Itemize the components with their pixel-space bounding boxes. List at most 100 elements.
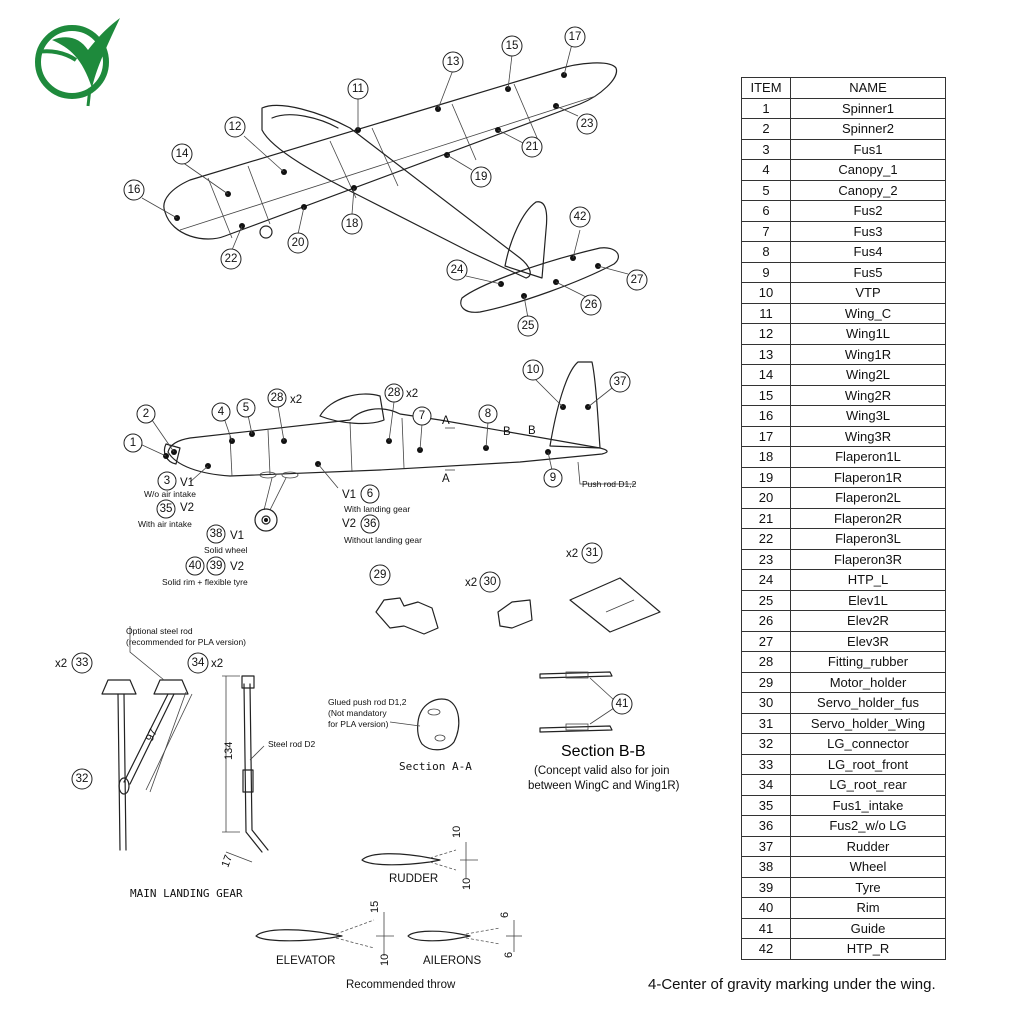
balloon-38: 38: [206, 524, 226, 544]
bom-item-name: Fus2_w/o LG: [790, 815, 946, 837]
svg-text:3: 3: [164, 475, 170, 487]
balloon-21: 21: [521, 136, 543, 158]
bom-item-name: HTP_L: [790, 569, 946, 591]
svg-text:29: 29: [374, 569, 387, 581]
bom-item-name: LG_root_front: [790, 753, 946, 775]
section-a-marker-top: A: [442, 415, 450, 427]
balloon-10: 10: [522, 359, 544, 381]
balloon-36: 36: [360, 514, 380, 534]
bom-item-name: LG_root_rear: [790, 774, 946, 796]
bom-item-name: Elev1L: [790, 589, 946, 611]
bom-item-number: 20: [741, 487, 791, 509]
section-a-title: Section A-A: [399, 760, 472, 773]
bom-item-name: Wing3R: [790, 425, 946, 447]
bom-item-number: 32: [741, 733, 791, 755]
dim-134: 134: [223, 742, 235, 760]
svg-text:22: 22: [225, 253, 238, 265]
rudder-dim-up: 10: [451, 826, 463, 838]
svg-text:10: 10: [527, 364, 540, 376]
bom-item-name: Fus2: [790, 200, 946, 222]
section-b-marker-2: B: [528, 425, 536, 437]
svg-text:15: 15: [506, 40, 519, 52]
section-a-drawing: [389, 698, 460, 751]
throw-diagrams: [255, 842, 522, 956]
bom-item-number: 40: [741, 897, 791, 919]
svg-text:13: 13: [447, 56, 460, 68]
recommended-throw-caption: Recommended throw: [346, 979, 456, 991]
bom-header-item: ITEM: [741, 77, 791, 99]
bom-item-number: 26: [741, 610, 791, 632]
side-balloons: 1 2 4 5 28 x2 28 x2 7 8 10 37 9 3 V1 W/o…: [123, 359, 637, 587]
bom-item-number: 36: [741, 815, 791, 837]
bom-item-number: 27: [741, 630, 791, 652]
bom-item-number: 39: [741, 876, 791, 898]
bom-item-name: Wing3L: [790, 405, 946, 427]
bom-item-name: Rudder: [790, 835, 946, 857]
balloon-8: 8: [478, 404, 498, 424]
bom-item-number: 25: [741, 589, 791, 611]
balloon-27: 27: [626, 269, 648, 291]
svg-text:34: 34: [192, 657, 205, 669]
bom-item-name: Flaperon2L: [790, 487, 946, 509]
solid-rim-tyre-label: Solid rim + flexible tyre: [162, 577, 248, 587]
balloon-16: 16: [123, 179, 145, 201]
balloon-12: 12: [224, 116, 246, 138]
svg-text:20: 20: [292, 237, 305, 249]
bom-item-name: Flaperon3R: [790, 548, 946, 570]
bom-item-name: Flaperon1R: [790, 466, 946, 488]
bom-item-name: Wheel: [790, 856, 946, 878]
section-a-marker-bottom: A: [442, 473, 450, 485]
balloon-23: 23: [576, 113, 598, 135]
balloon-33: 33: [71, 652, 93, 674]
bom-item-number: 15: [741, 384, 791, 406]
bom-item-name: Elev2R: [790, 610, 946, 632]
bom-item-number: 30: [741, 692, 791, 714]
balloon-19: 19: [470, 166, 492, 188]
mult-28-b: x2: [406, 388, 418, 400]
balloon-39: 39: [206, 556, 226, 576]
bom-item-number: 28: [741, 651, 791, 673]
rudder-dim-down: 10: [461, 878, 473, 890]
svg-text:14: 14: [176, 148, 189, 160]
ailerons-dim-down: 6: [503, 952, 515, 958]
balloon-35: 35: [156, 499, 176, 519]
balloon-2: 2: [136, 404, 156, 424]
svg-text:32: 32: [76, 773, 89, 785]
svg-text:37: 37: [614, 376, 627, 388]
balloon-1: 1: [123, 433, 143, 453]
svg-text:30: 30: [484, 576, 497, 588]
with-air-intake-label: With air intake: [138, 519, 192, 529]
bom-item-name: Wing1L: [790, 323, 946, 345]
mult-28-a: x2: [290, 394, 302, 406]
solid-wheel-label: Solid wheel: [204, 545, 248, 555]
bom-item-name: Fitting_rubber: [790, 651, 946, 673]
svg-text:7: 7: [419, 410, 425, 422]
mult-34: x2: [211, 658, 223, 670]
v2-label-36: V2: [342, 518, 356, 530]
svg-text:16: 16: [128, 184, 141, 196]
bom-item-number: 23: [741, 548, 791, 570]
bom-item-number: 22: [741, 528, 791, 550]
with-landing-gear-label: With landing gear: [344, 504, 410, 514]
bom-item-number: 7: [741, 220, 791, 242]
bom-item-name: Spinner1: [790, 97, 946, 119]
